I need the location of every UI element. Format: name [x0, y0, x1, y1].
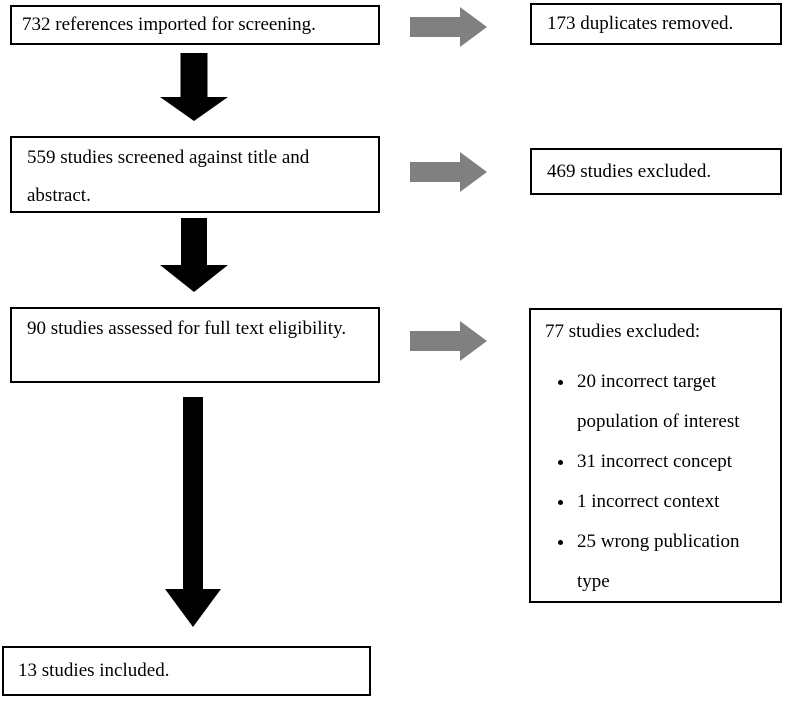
exclusion-reason-item: 20 incorrect target population of intere…: [575, 362, 772, 442]
down-arrow-head: [165, 589, 221, 627]
box-title-abstract-screened-text: 559 studies screened against title and a…: [27, 147, 310, 206]
exclusion-reason-item: 1 incorrect context: [575, 482, 772, 522]
box-references-imported-text: 732 references imported for screening.: [22, 14, 316, 35]
box-fulltext-excluded: 77 studies excluded: 20 incorrect target…: [529, 308, 782, 603]
box-duplicates-removed-text: 173 duplicates removed.: [547, 13, 734, 34]
box-references-imported: 732 references imported for screening.: [10, 5, 380, 45]
box-fulltext-excluded-title: 77 studies excluded:: [545, 321, 701, 342]
down-arrow-shaft: [180, 53, 208, 98]
box-studies-excluded-text: 469 studies excluded.: [547, 160, 712, 182]
exclusion-reasons-list: 20 incorrect target population of intere…: [545, 362, 772, 602]
right-arrow-fulltext-excluded: [410, 321, 487, 361]
exclusion-reason-item: 31 incorrect concept: [575, 442, 772, 482]
down-arrow-shaft: [183, 397, 203, 590]
box-studies-excluded: 469 studies excluded.: [530, 148, 782, 195]
right-arrow-shaft: [410, 162, 460, 182]
exclusion-reason-item: 25 wrong publication type: [575, 522, 772, 602]
right-arrow-title-abstract-excluded: [410, 152, 487, 192]
down-arrow-head: [160, 97, 228, 121]
right-arrow-head: [460, 152, 487, 192]
box-title-abstract-screened: 559 studies screened against title and a…: [10, 136, 380, 213]
down-arrow-2: [160, 218, 228, 292]
right-arrow-shaft: [410, 331, 460, 351]
box-duplicates-removed: 173 duplicates removed.: [530, 3, 782, 45]
right-arrow-head: [460, 7, 487, 47]
down-arrow-1: [160, 53, 228, 121]
box-fulltext-assessed-text: 90 studies assessed for full text eligib…: [27, 318, 347, 339]
down-arrow-head: [160, 265, 228, 292]
box-fulltext-assessed: 90 studies assessed for full text eligib…: [10, 307, 380, 383]
down-arrow-3: [165, 397, 221, 627]
box-studies-included: 13 studies included.: [2, 646, 371, 696]
box-studies-included-text: 13 studies included.: [18, 660, 170, 681]
down-arrow-shaft: [181, 218, 207, 266]
right-arrow-shaft: [410, 17, 460, 37]
right-arrow-head: [460, 321, 487, 361]
right-arrow-duplicates: [410, 7, 487, 47]
